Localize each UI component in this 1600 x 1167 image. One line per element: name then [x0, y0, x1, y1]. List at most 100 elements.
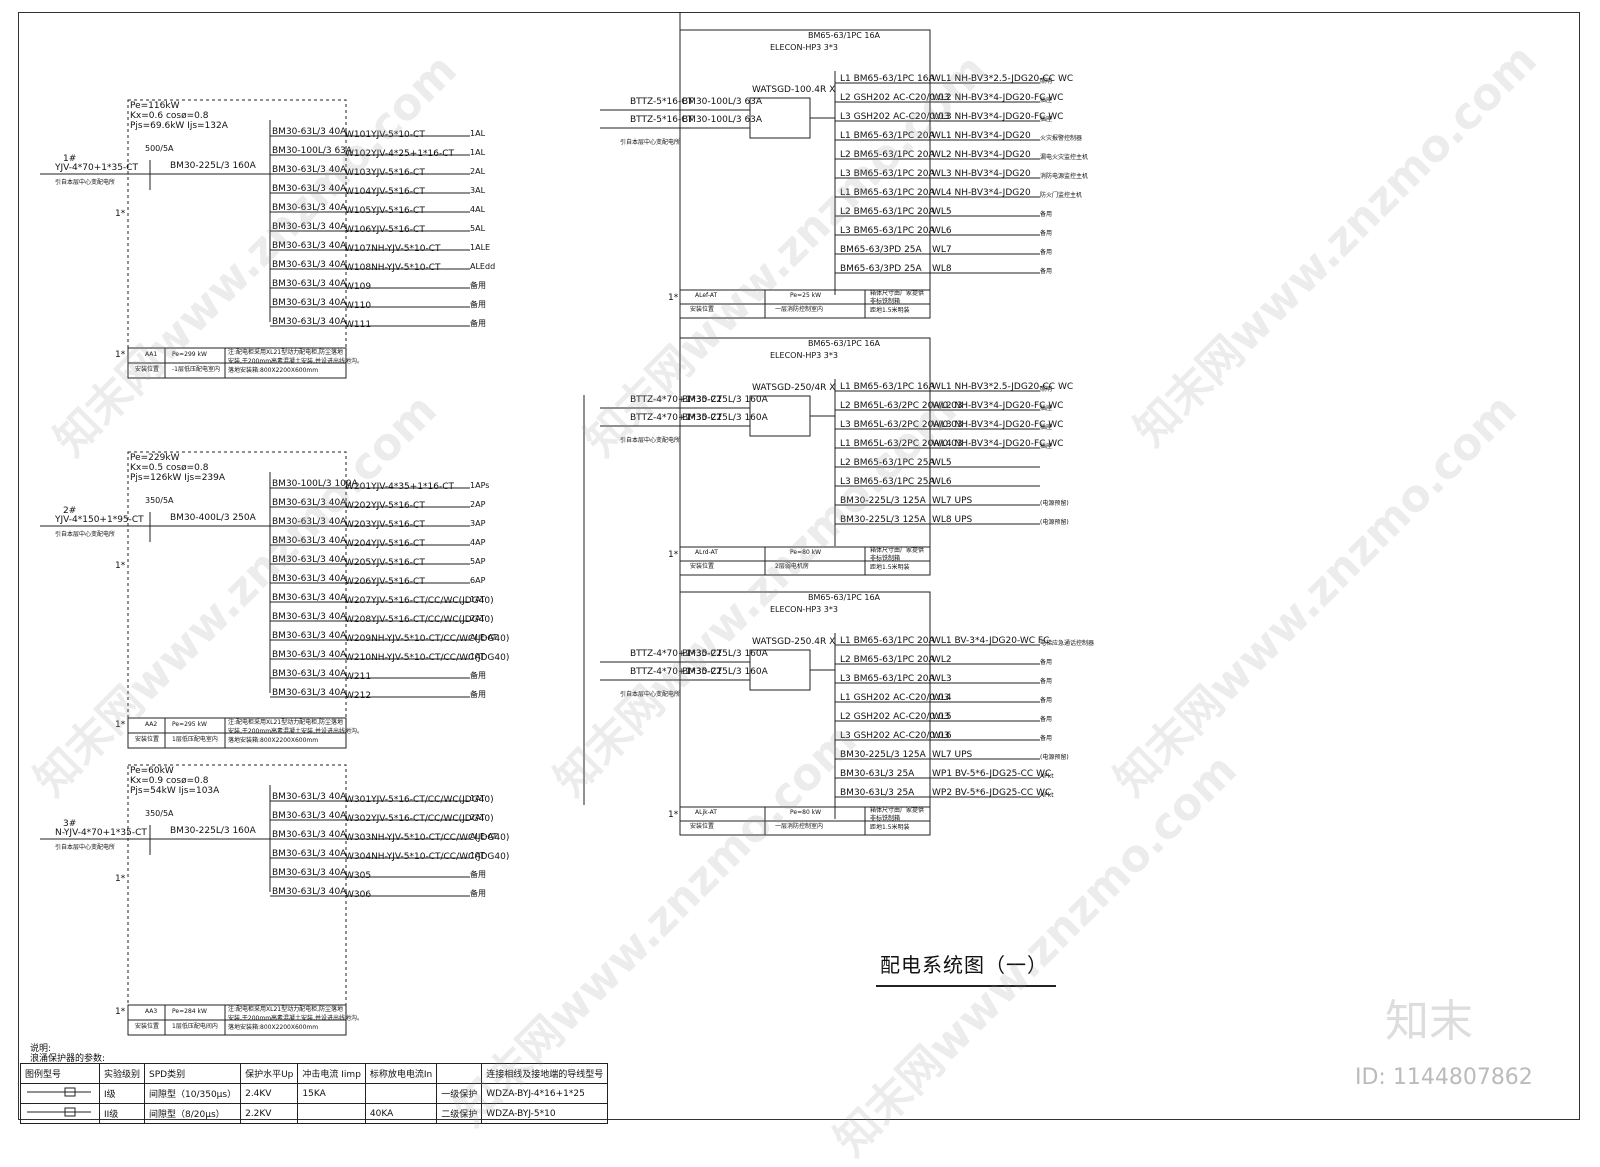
circuit-destination: 3AP — [470, 519, 486, 528]
legend-cell: 15KA — [297, 1083, 366, 1104]
circuit-cable: W207YJV-5*16-CT/CC/WC(JDG40) — [345, 596, 494, 606]
circuit-breaker: BM30-225L/3 125A — [840, 750, 926, 760]
legend-cell — [297, 1103, 366, 1124]
circuit-cable: W210NH-YJV-5*10-CT/CC/WC(JDG40) — [345, 653, 510, 663]
panel-mark: 1* — [115, 561, 126, 571]
box-size: 落地安装箱:800X2200X600mm — [228, 1024, 319, 1031]
circuit-breaker: BM30-63L/3 40A — [272, 631, 347, 641]
feed-breaker: BM30-100L/3 63A — [682, 115, 763, 125]
box-note: 安装,于200mm高素混凝土安装,并设进出线地沟。 — [228, 728, 363, 735]
circuit-cable: W203YJV-5*16-CT — [345, 520, 425, 530]
install-label: 安装位置 — [135, 736, 160, 743]
param-text: Pe=229kW — [130, 453, 180, 463]
param-text: Kx=0.9 cosø=0.8 — [130, 776, 209, 786]
cable-number: 3# — [63, 819, 77, 829]
circuit-breaker: BM30-100L/3 100A — [272, 479, 358, 489]
circuit-destination: 2AT — [470, 813, 485, 822]
box-note: 非标铁制箱 — [870, 555, 901, 562]
ct-ratio: 500/5A — [145, 144, 174, 153]
box-power: Pe=284 kW — [172, 1008, 207, 1015]
legend-header: SPD类别 — [144, 1063, 242, 1084]
circuit-cable: W211 — [345, 672, 372, 682]
circuit-breaker: BM30-63L/3 40A — [272, 165, 347, 175]
circuit-destination: ALE-AT — [470, 633, 498, 642]
legend-row: I级 间隙型（10/350μs） 2.4KV 15KA 一级保护 WDZA-BY… — [20, 1083, 609, 1104]
circuit-cable: WL3 NH-BV3*4-JDG20-FC WC — [932, 112, 1064, 122]
circuit-cable: W109 — [345, 282, 372, 292]
circuit-breaker: BM30-63L/3 40A — [272, 241, 347, 251]
circuit-cable: WL7 — [932, 245, 952, 255]
circuit-cable: W108NH-YJV-5*10-CT — [345, 263, 441, 273]
circuit-destination: APkt — [1040, 792, 1054, 799]
panel-mark: 1* — [115, 874, 126, 884]
box-id: AA1 — [145, 351, 158, 358]
circuit-cable: WL1 NH-BV3*2.5-JDG20-CC WC — [932, 382, 1074, 392]
circuit-breaker: BM30-100L/3 63A — [272, 146, 353, 156]
box — [127, 451, 347, 749]
legend-symbol-cell — [20, 1103, 100, 1124]
legend-cell: II级 — [98, 1103, 146, 1124]
box-note: 箱体尺寸由厂家提供 — [870, 547, 925, 554]
circuit-destination: (电源预留) — [1040, 500, 1069, 507]
circuit-destination: 5AL — [470, 224, 486, 233]
box-note: 注:配电柜采用XL21型动力配电柜,防尘落地 — [228, 349, 344, 356]
circuit-destination: 4AP — [470, 538, 486, 547]
circuit-destination: APkt — [1040, 773, 1054, 780]
legend-row: II级 间隙型（8/20μs） 2.2KV 40KA 二级保护 WDZA-BYJ… — [20, 1103, 609, 1124]
circuit-cable: WP2 BV-5*6-JDG25-CC WC — [932, 788, 1052, 798]
circuit-cable: W101YJV-5*10-CT — [345, 130, 425, 140]
feed-cable: BTTZ-5*16-CT — [630, 97, 693, 107]
box-position: 一层消防控制室内 — [775, 306, 824, 313]
box-note: 安装,于200mm高素混凝土安装,并设进出线地沟。 — [228, 1015, 363, 1022]
circuit-destination: 备用 — [1040, 659, 1053, 666]
circuit-breaker: BM30-63L/3 25A — [840, 788, 915, 798]
cable-source: 引自本层中心变配电所 — [55, 844, 116, 851]
box — [127, 99, 347, 379]
circuit-destination: 备用 — [470, 889, 486, 898]
main-breaker: BM30-225L/3 160A — [170, 826, 256, 836]
circuit-destination: 4AL — [470, 205, 486, 214]
drawing-title: 配电系统图（一） — [880, 953, 1048, 977]
legend-symbol-cell — [20, 1083, 100, 1104]
install-label: 安装位置 — [690, 823, 715, 830]
box-size: 落地安装箱:800X2200X600mm — [228, 367, 319, 374]
circuit-cable: W306 — [345, 890, 372, 900]
circuit-destination: 1AL — [470, 129, 486, 138]
ct-ratio: 350/5A — [145, 809, 174, 818]
circuit-destination: 1APs — [470, 481, 490, 490]
spd-label: 浪涌保护器的参数: — [30, 1054, 106, 1064]
circuit-cable: WL1 BV-3*4-JDG20-WC FC — [932, 636, 1050, 646]
circuit-cable: W302YJV-5*16-CT/CC/WC(JDG40) — [345, 814, 494, 824]
brand-logo: 知末 — [1385, 996, 1473, 1047]
circuit-breaker: BM30-63L/3 40A — [272, 127, 347, 137]
ct-ratio: 350/5A — [145, 496, 174, 505]
legend-cell: 2.4KV — [240, 1083, 299, 1104]
circuit-destination: 6AP — [470, 576, 486, 585]
box-power: Pe=80 kW — [790, 549, 822, 556]
circuit-destination: 备用 — [1040, 697, 1053, 704]
legend-cell: I级 — [98, 1083, 146, 1104]
circuit-breaker: BM65-63/3PD 25A — [840, 245, 922, 255]
box-id: AA3 — [145, 1008, 158, 1015]
circuit-destination: 1AT — [470, 851, 485, 860]
circuit-breaker: L2 BM65L-63/2PC 20A/0.03 — [840, 401, 963, 411]
main-breaker: BM30-400L/3 250A — [170, 513, 256, 523]
circuit-cable: WL2 NH-BV3*4-JDG20-FC WC — [932, 401, 1064, 411]
top-device: ELECON-HP3 3*3 — [770, 351, 838, 360]
box-size: 落地安装箱:800X2200X600mm — [228, 737, 319, 744]
circuit-destination: 备用 — [470, 300, 486, 309]
circuit-cable: W111 — [345, 320, 372, 330]
circuit-cable: W205YJV-5*16-CT — [345, 558, 425, 568]
legend-cell: 间隙型（10/350μs） — [144, 1083, 242, 1104]
box-note: 箱体尺寸由厂家提供 — [870, 807, 925, 814]
circuit-destination: 备用 — [470, 671, 486, 680]
circuit-destination: 备用 — [470, 690, 486, 699]
feed-cable: BTTZ-4*70+1*35-CT — [630, 667, 723, 677]
circuit-cable: WL7 UPS — [932, 496, 973, 506]
circuit-destination: 插座 — [1040, 443, 1053, 450]
circuit-breaker: L3 BM65L-63/2PC 20A/0.03 — [840, 420, 963, 430]
ats-model: WATSGD-100.4R X — [752, 85, 836, 95]
main-breaker: BM30-225L/3 160A — [170, 161, 256, 171]
circuit-cable: W105YJV-5*16-CT — [345, 206, 425, 216]
circuit-breaker: L2 BM65-63/1PC 20A — [840, 655, 935, 665]
